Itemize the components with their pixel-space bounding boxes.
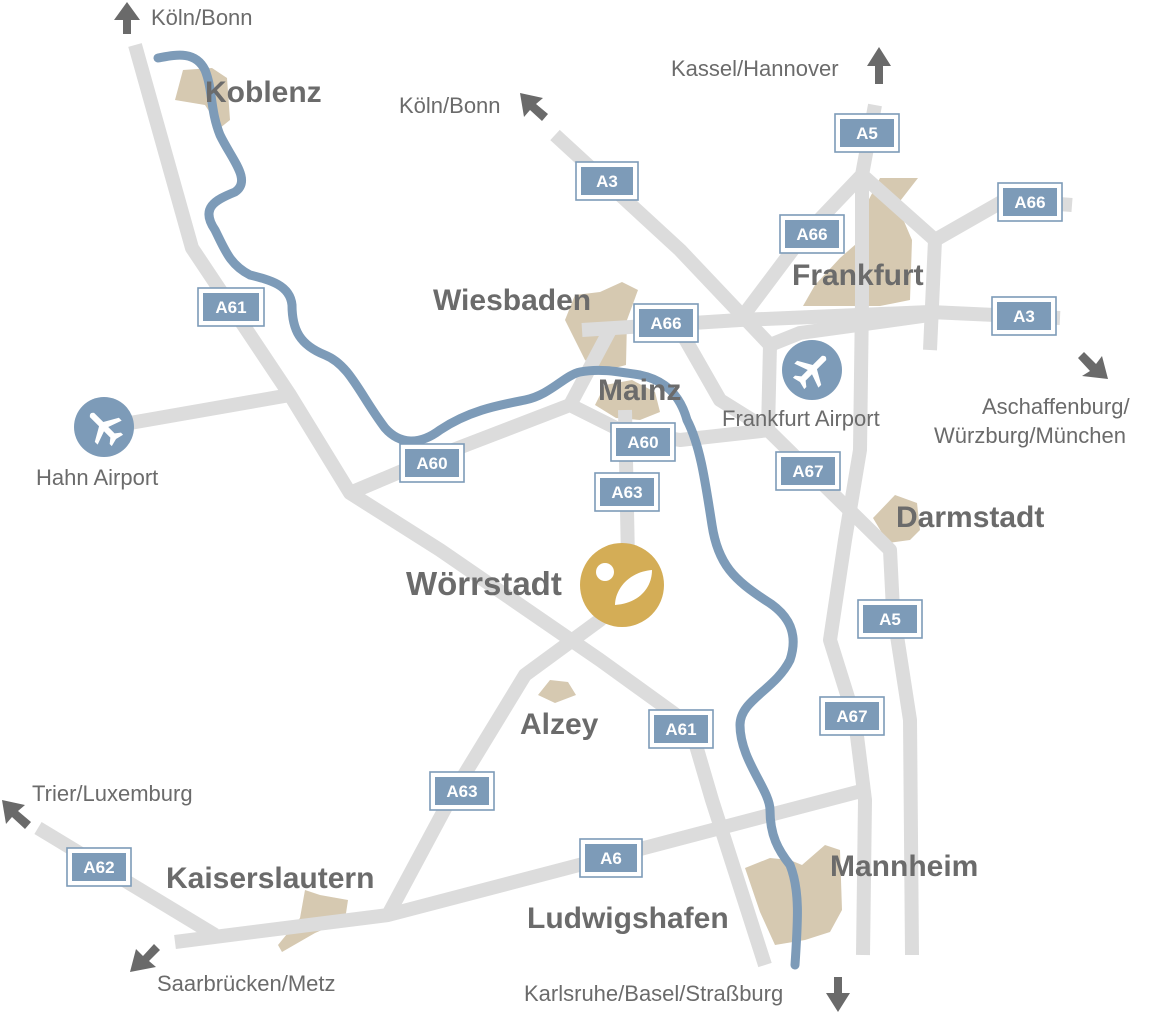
shield-a5-south: A5 xyxy=(857,599,923,639)
woerrstadt-hq-marker xyxy=(580,543,664,627)
a6-road xyxy=(174,783,867,949)
shield-label: A60 xyxy=(627,433,658,452)
shield-label: A63 xyxy=(446,782,477,801)
alzey-area xyxy=(538,680,576,703)
direction-kassel-hannover: Kassel/Hannover xyxy=(671,56,839,81)
city-label-woerrstadt: Wörrstadt xyxy=(406,565,562,602)
city-areas xyxy=(175,68,920,952)
shield-label: A61 xyxy=(665,720,696,739)
shield-label: A3 xyxy=(1013,307,1035,326)
direction-koeln-bonn-west: Köln/Bonn xyxy=(151,5,253,30)
shield-label: A6 xyxy=(600,849,622,868)
hahn-airport-marker xyxy=(74,397,134,457)
shield-label: A66 xyxy=(650,314,681,333)
city-label-wiesbaden: Wiesbaden xyxy=(433,284,592,317)
city-label-kaiserslautern: Kaiserslautern xyxy=(166,862,375,895)
city-label-alzey: Alzey xyxy=(520,708,599,741)
a63-road xyxy=(381,409,635,919)
shield-label: A66 xyxy=(796,225,827,244)
shield-label: A67 xyxy=(792,462,823,481)
shield-label: A66 xyxy=(1014,193,1045,212)
mainz-area xyxy=(595,380,660,420)
airport-label-hahn: Hahn Airport xyxy=(36,465,159,490)
city-label-koblenz: Koblenz xyxy=(205,76,322,109)
airplane-icon xyxy=(792,355,827,390)
direction-koeln-bonn-center: Köln/Bonn xyxy=(399,93,501,118)
direction-aschaffenburg: Aschaffenburg/ xyxy=(982,394,1130,419)
arrow-icon xyxy=(520,93,548,121)
shield-label: A3 xyxy=(596,172,618,191)
shield-a67-south: A67 xyxy=(819,696,885,736)
rhine-river xyxy=(153,50,802,970)
arrow-icon xyxy=(826,977,850,1012)
shield-label: A61 xyxy=(215,298,246,317)
city-label-mannheim: Mannheim xyxy=(830,850,979,883)
direction-trier-luxemburg: Trier/Luxemburg xyxy=(32,781,193,806)
shield-label: A60 xyxy=(416,454,447,473)
shield-a66-east: A66 xyxy=(997,182,1063,222)
arrow-icon xyxy=(2,800,31,829)
shield-label: A5 xyxy=(856,124,878,143)
direction-arrows xyxy=(2,2,1108,1012)
shield-a60-west: A60 xyxy=(399,443,465,483)
city-label-ludwigshafen: Ludwigshafen xyxy=(527,902,729,935)
frankfurt-airport-road xyxy=(761,344,777,431)
city-label-frankfurt: Frankfurt xyxy=(792,259,924,292)
autobahn-shields: A61 A3 A5 A66 A66 xyxy=(66,113,1063,887)
direction-saarbruecken-metz: Saarbrücken/Metz xyxy=(157,971,336,996)
arrow-icon xyxy=(867,47,891,84)
shield-a63-south: A63 xyxy=(429,771,495,811)
shield-a66-frankfurt: A66 xyxy=(779,214,845,254)
shield-a67-north: A67 xyxy=(775,451,841,491)
hq-circle xyxy=(580,543,664,627)
arrow-icon xyxy=(130,944,160,972)
shield-a3-west: A3 xyxy=(575,161,639,201)
arrow-icon xyxy=(114,2,140,34)
leaf-logo-icon xyxy=(596,563,652,605)
shield-a5-north: A5 xyxy=(834,113,900,153)
direction-wuerzburg-muenchen: Würzburg/München xyxy=(934,423,1126,448)
shield-a66-wiesbaden: A66 xyxy=(633,303,699,343)
airplane-icon xyxy=(89,412,124,447)
direction-karlsruhe-basel: Karlsruhe/Basel/Straßburg xyxy=(524,981,784,1006)
shield-label: A63 xyxy=(611,483,642,502)
frankfurt-airport-marker xyxy=(782,340,842,400)
shield-a62: A62 xyxy=(66,847,132,887)
shield-a60-mainz: A60 xyxy=(610,422,676,462)
city-label-darmstadt: Darmstadt xyxy=(896,501,1045,534)
airport-label-frankfurt: Frankfurt Airport xyxy=(722,406,880,431)
shield-a61-north: A61 xyxy=(197,287,265,327)
shield-a63-north: A63 xyxy=(594,472,660,512)
shield-label: A62 xyxy=(83,858,114,877)
shield-a61-south: A61 xyxy=(648,709,714,749)
shield-label: A67 xyxy=(836,707,867,726)
a5-north-road xyxy=(823,103,882,956)
shield-label: A5 xyxy=(879,610,901,629)
shield-a3-east: A3 xyxy=(991,296,1057,336)
a67-road xyxy=(673,326,919,956)
arrow-icon xyxy=(1078,352,1108,379)
hahn-connector-road xyxy=(128,388,292,430)
shield-a6: A6 xyxy=(579,838,643,878)
city-label-mainz: Mainz xyxy=(598,374,682,407)
a61-road xyxy=(128,43,772,968)
a3-east-road xyxy=(767,308,931,352)
darmstadt-area xyxy=(873,495,920,543)
